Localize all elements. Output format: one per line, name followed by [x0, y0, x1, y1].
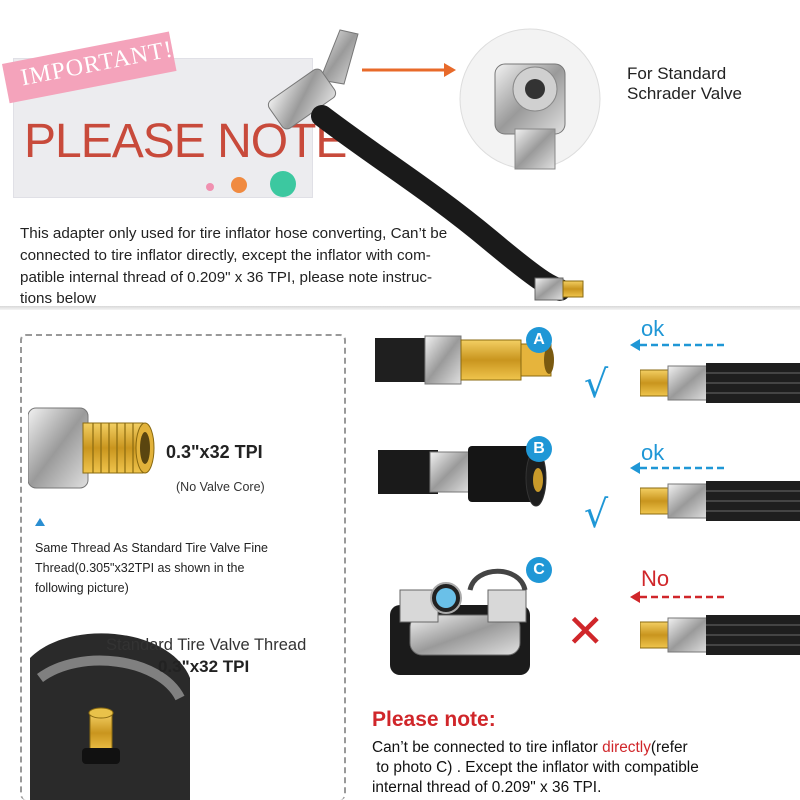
dashed-arrow-b-icon — [630, 462, 725, 474]
no-valve-core-label: (No Valve Core) — [176, 480, 265, 494]
schrader-valve-label: For Standard Schrader Valve — [627, 64, 742, 104]
standard-thread-spec: 0.3"x32 TPI — [158, 657, 250, 676]
dashed-arrow-c-icon — [630, 591, 725, 603]
thread-desc-line3: following picture) — [35, 581, 129, 595]
please-note-title: Please note: — [372, 708, 496, 731]
coupler-b-image — [378, 446, 547, 507]
thread-info-box — [20, 334, 346, 800]
adapter-desc-line4: tions below — [20, 290, 96, 308]
section-divider — [0, 306, 800, 310]
badge-c: C — [526, 557, 552, 583]
schrader-label-line1: For Standard — [627, 64, 727, 83]
thread-desc-line2: Thread(0.305"x32TPI as shown in the — [35, 561, 245, 575]
hose-end-c-image — [640, 615, 800, 655]
adapter-desc-line1: This adapter only used for tire inflator… — [20, 225, 448, 242]
adapter-description: This adapter only used for tire inflator… — [20, 223, 520, 310]
please-note-line3: internal thread of 0.209" x 36 TPI. — [372, 779, 602, 796]
hose-end-b-image — [640, 481, 800, 521]
badge-b: B — [526, 436, 552, 462]
status-c-label: No — [641, 566, 670, 591]
threaded-fitting-image — [28, 407, 155, 489]
orange-dot — [231, 177, 247, 193]
status-b-label: ok — [641, 440, 665, 465]
teal-dot — [270, 171, 296, 197]
please-note-line2: to photo C) . Except the inflator with c… — [372, 759, 699, 776]
dashed-arrow-a-icon — [630, 339, 725, 351]
adapter-desc-line2: connected to tire inflator directly, exc… — [20, 246, 431, 264]
please-note-text-after: (refer — [650, 739, 688, 756]
check-mark-a-icon: √ — [584, 362, 609, 406]
please-note-line1: Can’t be connected to tire inflator dire… — [372, 738, 792, 758]
schrader-valve-photo — [459, 28, 601, 170]
thread-desc-line1: Same Thread As Standard Tire Valve Fine — [35, 541, 268, 555]
hose-end-a-image — [640, 363, 800, 403]
thread-description: Same Thread As Standard Tire Valve Fine … — [35, 538, 325, 598]
adapter-hose-image — [267, 29, 584, 301]
triangle-bullet-icon — [35, 518, 45, 526]
thread-size-label: 0.3"x32 TPI — [166, 442, 263, 462]
air-compressor-image — [390, 568, 530, 675]
badge-a: A — [526, 327, 552, 353]
cross-mark-c-icon: ✕ — [566, 604, 605, 658]
please-note-text-before: Can’t be connected to tire inflator — [372, 739, 603, 756]
tire-valve-photo — [30, 633, 190, 800]
please-note-directly: directly — [602, 739, 651, 756]
pink-dot — [206, 183, 214, 191]
status-a-label: ok — [641, 316, 665, 341]
check-mark-b-icon: √ — [584, 492, 609, 536]
adapter-desc-line3: patible internal thread of 0.209" x 36 T… — [20, 268, 433, 286]
please-note-text: Can’t be connected to tire inflator dire… — [372, 738, 792, 798]
standard-thread-title: Standard Tire Valve Thread — [106, 636, 307, 654]
coupler-a-image — [375, 335, 554, 385]
arrow-to-valve-icon — [362, 63, 456, 77]
schrader-label-line2: Schrader Valve — [627, 84, 742, 103]
